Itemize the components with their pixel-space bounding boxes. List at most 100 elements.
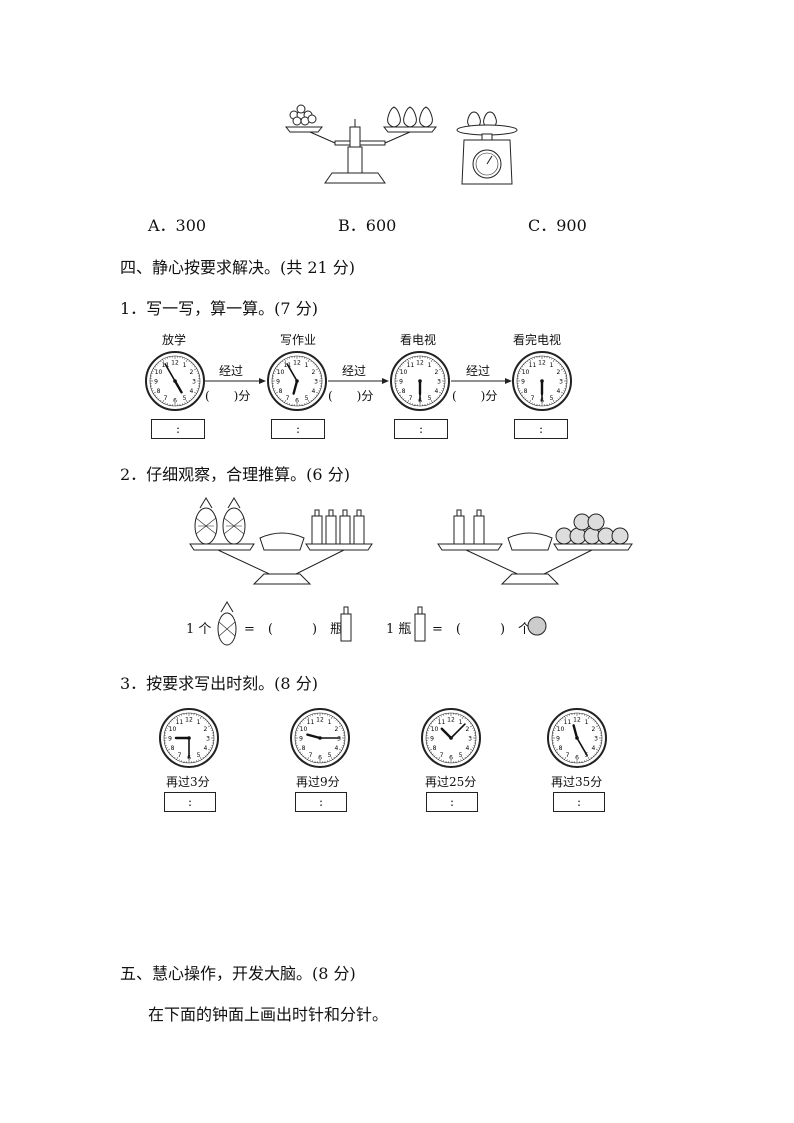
arrow-icon (205, 378, 266, 384)
q3-label-2: 再过9分 (296, 775, 340, 789)
svg-text:12: 12 (171, 360, 179, 367)
choice-c[interactable]: C．900 (528, 216, 587, 235)
svg-text:1: 1 (328, 719, 332, 726)
svg-text:10: 10 (155, 369, 163, 376)
svg-text:9: 9 (276, 379, 280, 386)
q1-label-1: 放学 (162, 333, 187, 347)
svg-text:8: 8 (171, 745, 175, 752)
svg-text:12: 12 (293, 360, 301, 367)
svg-text:5: 5 (183, 395, 187, 402)
svg-text:2: 2 (190, 369, 194, 376)
arrow-label-1: 经过 (219, 364, 244, 378)
svg-text:1: 1 (305, 362, 309, 369)
balance-bottles-oranges (437, 509, 633, 585)
svg-text:2: 2 (466, 726, 470, 733)
svg-text:4: 4 (204, 745, 208, 752)
pear-icon (387, 106, 433, 128)
section5-instruction: 在下面的钟面上画出时针和分针。 (148, 1005, 389, 1024)
balance-pineapple-bottles (189, 497, 373, 585)
svg-text:6: 6 (318, 755, 322, 762)
q3-time-box-1[interactable]: : (164, 792, 216, 812)
q3-time-box-4[interactable]: : (553, 792, 605, 812)
svg-text:8: 8 (302, 745, 306, 752)
q3-title: 3．按要求写出时刻。(8 分) (120, 674, 318, 693)
svg-text:1: 1 (550, 362, 554, 369)
q3-time-box-2[interactable]: : (295, 792, 347, 812)
elapsed-blank-1[interactable]: ( )分 (205, 389, 251, 403)
svg-text:6: 6 (449, 755, 453, 762)
svg-text:12: 12 (416, 360, 424, 367)
svg-text:6: 6 (575, 755, 579, 762)
bottle-icon (311, 509, 365, 545)
svg-text:12: 12 (538, 360, 546, 367)
svg-text:9: 9 (430, 736, 434, 743)
q1-time-box-2[interactable]: : (271, 419, 325, 439)
svg-text:11: 11 (438, 719, 446, 726)
svg-text:9: 9 (521, 379, 525, 386)
svg-text:7: 7 (309, 752, 313, 759)
svg-text:11: 11 (407, 362, 415, 369)
svg-text:4: 4 (557, 388, 561, 395)
svg-text:4: 4 (592, 745, 596, 752)
svg-text:9: 9 (556, 736, 560, 743)
svg-text:3: 3 (192, 379, 196, 386)
svg-text:12: 12 (573, 717, 581, 724)
bottle-icon (453, 509, 485, 545)
svg-text:10: 10 (431, 726, 439, 733)
svg-text:10: 10 (277, 369, 285, 376)
svg-text:4: 4 (466, 745, 470, 752)
svg-text:12: 12 (447, 717, 455, 724)
orange-icon (527, 616, 547, 636)
arrow-label-3: 经过 (466, 364, 491, 378)
svg-text:10: 10 (522, 369, 530, 376)
q1-time-box-4[interactable]: : (514, 419, 568, 439)
arrow-icon (451, 378, 512, 384)
arrow-icon (328, 378, 389, 384)
eq1-blank[interactable]: = ( ) 瓶 (244, 622, 344, 637)
svg-text:7: 7 (286, 395, 290, 402)
pineapple-icon (217, 601, 237, 646)
svg-text:6: 6 (295, 398, 299, 405)
svg-text:2: 2 (312, 369, 316, 376)
svg-text:10: 10 (400, 369, 408, 376)
svg-text:2: 2 (557, 369, 561, 376)
svg-text:3: 3 (437, 379, 441, 386)
choice-b[interactable]: B．600 (338, 216, 397, 235)
elapsed-blank-3[interactable]: ( )分 (452, 389, 498, 403)
q1-label-3: 看电视 (400, 333, 437, 347)
q3-time-box-3[interactable]: : (426, 792, 478, 812)
balance-scale-icon (284, 104, 438, 184)
kitchen-scale-icon (456, 111, 518, 185)
bottle-icon (414, 606, 426, 642)
q1-time-box-3[interactable]: : (394, 419, 448, 439)
eq2-blank[interactable]: = ( ) 个 (432, 622, 532, 637)
choice-a[interactable]: A．300 (148, 216, 207, 235)
eq2-prefix: 1 瓶 (386, 622, 412, 637)
svg-text:2: 2 (335, 726, 339, 733)
svg-text:8: 8 (279, 388, 283, 395)
svg-text:9: 9 (154, 379, 158, 386)
svg-text:1: 1 (459, 719, 463, 726)
orange-icon (555, 513, 629, 545)
svg-text:4: 4 (312, 388, 316, 395)
svg-text:3: 3 (468, 736, 472, 743)
svg-text:10: 10 (300, 726, 308, 733)
svg-text:8: 8 (559, 745, 563, 752)
q1-label-2: 写作业 (280, 333, 317, 347)
svg-text:11: 11 (307, 719, 315, 726)
svg-text:10: 10 (557, 726, 565, 733)
q3-label-4: 再过35分 (551, 775, 603, 789)
q1-time-box-1[interactable]: : (151, 419, 205, 439)
svg-text:7: 7 (440, 752, 444, 759)
svg-text:4: 4 (335, 745, 339, 752)
svg-text:5: 5 (328, 752, 332, 759)
arrow-label-2: 经过 (342, 364, 367, 378)
q1-label-4: 看完电视 (513, 333, 562, 347)
svg-text:3: 3 (206, 736, 210, 743)
elapsed-blank-2[interactable]: ( )分 (328, 389, 374, 403)
svg-text:3: 3 (559, 379, 563, 386)
svg-text:7: 7 (164, 395, 168, 402)
